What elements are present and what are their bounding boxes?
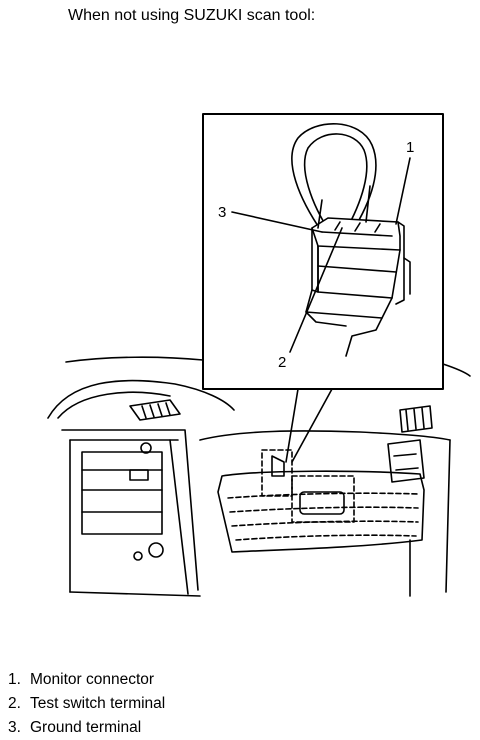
- legend-number: 1.: [8, 671, 21, 688]
- callout-1: 1: [406, 139, 414, 156]
- connector-wire-loop: [291, 122, 377, 233]
- legend-item: 2. Test switch terminal: [8, 692, 165, 716]
- legend-number: 3.: [8, 719, 21, 736]
- legend-item: 1. Monitor connector: [8, 668, 165, 692]
- inset-frame: [202, 113, 444, 390]
- leader-line-3: [231, 211, 323, 233]
- legend-number: 2.: [8, 695, 21, 712]
- legend-label: Test switch terminal: [30, 695, 166, 712]
- air-vent: [129, 399, 181, 421]
- monitor-connector-location-diagram: 1 3 2: [47, 113, 471, 597]
- legend-label: Ground terminal: [30, 719, 142, 736]
- callout-3: 3: [218, 204, 226, 221]
- legend-label: Monitor connector: [30, 671, 155, 688]
- leader-line-2: [289, 227, 343, 353]
- zoom-pointer: [285, 388, 333, 463]
- callout-2: 2: [278, 354, 286, 371]
- legend-item: 3. Ground terminal: [8, 716, 165, 740]
- page-heading: When not using SUZUKI scan tool:: [68, 7, 316, 24]
- legend: 1. Monitor connector 2. Test switch termin…: [8, 668, 165, 740]
- monitor-connector: [305, 185, 411, 357]
- leader-line-1: [395, 157, 411, 225]
- connector-location: [261, 449, 293, 497]
- audio-panel: [81, 451, 163, 535]
- glove-box: [217, 470, 425, 553]
- dashboard: [47, 356, 471, 597]
